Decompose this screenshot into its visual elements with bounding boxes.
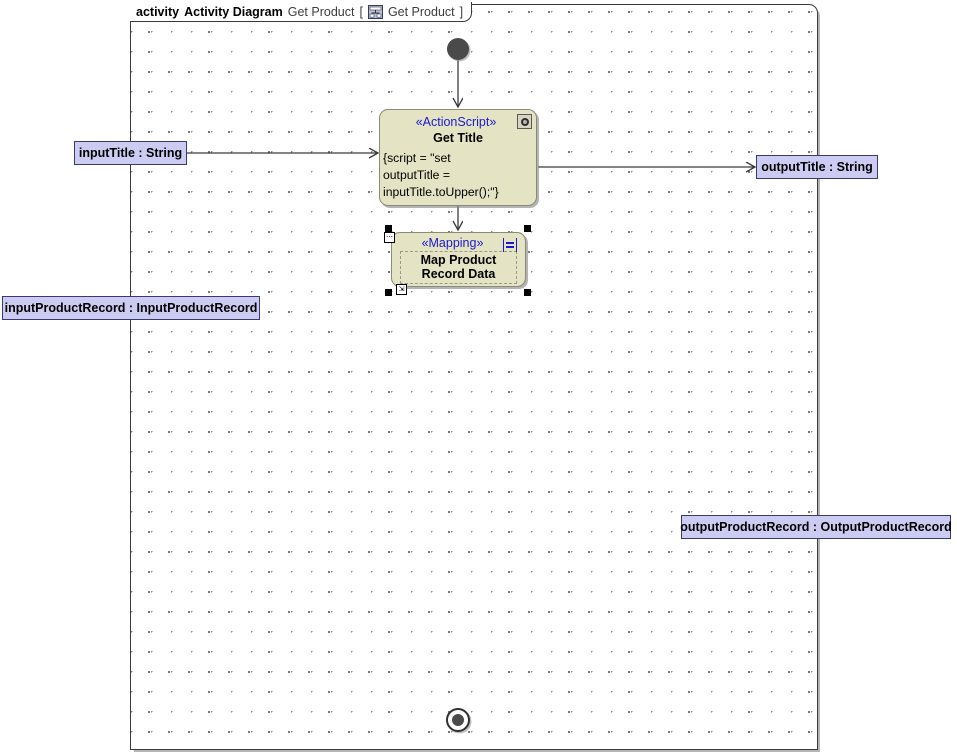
get-title-name: Get Title (433, 131, 483, 145)
pin-output-product-record-label: outputProductRecord : OutputProductRecor… (680, 520, 952, 534)
frame-bracket-open: [ (359, 4, 363, 19)
selection-handle-bottom-left[interactable] (385, 289, 392, 296)
element-menu-handle-icon[interactable]: ⋯ (384, 232, 395, 243)
pin-input-title[interactable]: inputTitle : String (74, 141, 187, 165)
selection-handle-top-right[interactable] (524, 225, 531, 232)
get-title-script-line: outputTitle = (383, 168, 450, 182)
map-product-name-line: Map Product (420, 253, 497, 267)
frame-name: Get Product (287, 4, 355, 19)
frame-type-label: Activity Diagram (184, 4, 283, 19)
map-product-name-line: Record Data (421, 267, 496, 281)
action-node-get-title[interactable]: «ActionScript» Get Title {script = "set … (379, 109, 537, 206)
pin-input-product-record-label: inputProductRecord : InputProductRecord (4, 301, 258, 315)
pin-output-title-label: outputTitle : String (761, 160, 873, 174)
frame-title-tab[interactable]: activity Activity Diagram Get Product [ … (130, 2, 473, 22)
get-title-script-line: inputTitle.toUpper();"} (383, 185, 499, 199)
quick-link-handle-icon[interactable]: ⇲ (396, 284, 407, 295)
activity-final-node[interactable] (446, 708, 470, 732)
map-product-stereotype: «Mapping» (421, 236, 484, 250)
initial-node[interactable] (447, 38, 469, 60)
pin-input-title-label: inputTitle : String (78, 146, 183, 160)
action-script-icon[interactable] (517, 114, 532, 129)
get-title-stereotype: «ActionScript» (415, 115, 497, 129)
map-product-name-box: Map Product Record Data (400, 251, 517, 284)
mapping-equals-icon[interactable] (503, 238, 517, 252)
pin-output-title[interactable]: outputTitle : String (756, 155, 878, 179)
selection-handle-bottom-right[interactable] (524, 289, 531, 296)
get-title-script-line: {script = "set (383, 151, 451, 165)
activity-diagram-icon (367, 4, 383, 19)
pin-output-product-record[interactable]: outputProductRecord : OutputProductRecor… (680, 515, 952, 539)
action-node-map-product-record-data[interactable]: «Mapping» Map Product Record Data (391, 232, 526, 287)
selection-handle-top-left[interactable] (385, 225, 392, 232)
get-title-script: {script = "set outputTitle = inputTitle.… (380, 150, 536, 201)
frame-bracket-close: ] (459, 4, 464, 19)
frame-keyword: activity (136, 4, 180, 19)
frame-qualified-name: Get Product (387, 4, 455, 19)
pin-input-product-record[interactable]: inputProductRecord : InputProductRecord (2, 296, 260, 320)
